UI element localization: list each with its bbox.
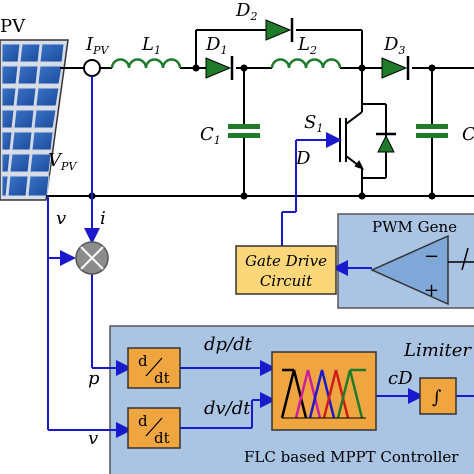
ddt2-den: dt [154,429,170,447]
pwm-comparator-icon [370,234,449,306]
s1-label: S1 [304,112,323,135]
v2-signal-label: v [88,428,98,449]
junction-dots [88,64,436,200]
igbt-switch-s1-icon [339,103,396,179]
signal-wiring [47,76,474,438]
d2-label: D2 [235,0,257,23]
p-signal-label: p [88,368,100,389]
cd-label: cD [388,368,413,389]
i-signal-label: i [100,208,106,229]
fraction-slash-2 [145,417,163,437]
v-signal-label: v [56,208,66,229]
vpv-label: VPV [48,150,77,173]
pwm-title: PWM Gene [372,218,457,236]
pwm-plus: + [424,280,439,301]
ipv-label: IPV [85,34,110,57]
gate-drive-line2: Circuit [260,272,313,290]
l2-label: L2 [297,34,317,57]
ddt1-den: dt [154,369,170,387]
fraction-slash-1 [145,357,163,377]
capacitor-c2-icon [416,124,448,138]
ddt2-num: d [138,412,148,430]
l1-label: L1 [141,34,161,57]
pwm-minus: − [424,246,439,267]
multiplier-icon [75,241,109,275]
power-wiring [46,29,474,197]
d1-label: D1 [205,34,227,57]
pv-array [0,39,69,201]
current-sensor-icon [83,59,101,77]
diode-d2-icon [265,18,294,42]
integrator-block [419,377,457,415]
gate-drive-circuit-block [235,245,337,295]
ddt1-num: d [138,352,148,370]
c1-label: C1 [200,124,221,147]
integral-symbol: ∫ [432,387,442,408]
diode-d1-icon [205,56,234,80]
derivative-block-p [127,347,181,389]
inductor-l1-icon [110,58,182,69]
gate-drive-line1: Gate Drive [245,252,327,270]
d3-label: D3 [383,34,405,57]
capacitor-c1-icon [228,124,260,138]
dvdt-label: dv/dt [204,398,251,419]
sawtooth-icon [461,247,469,271]
pv-label: PV [0,16,26,37]
diode-d3-icon [381,56,410,80]
fuzzy-logic-block [271,351,377,431]
inductor-l2-icon [270,58,342,69]
dpdt-label: dp/dt [204,334,253,355]
c2-label: C [462,124,474,145]
limiter-label: Limiter [403,340,472,361]
flc-title: FLC based MPPT Controller [244,448,459,466]
duty-signal-label: D [295,148,311,169]
derivative-block-v [127,407,181,449]
